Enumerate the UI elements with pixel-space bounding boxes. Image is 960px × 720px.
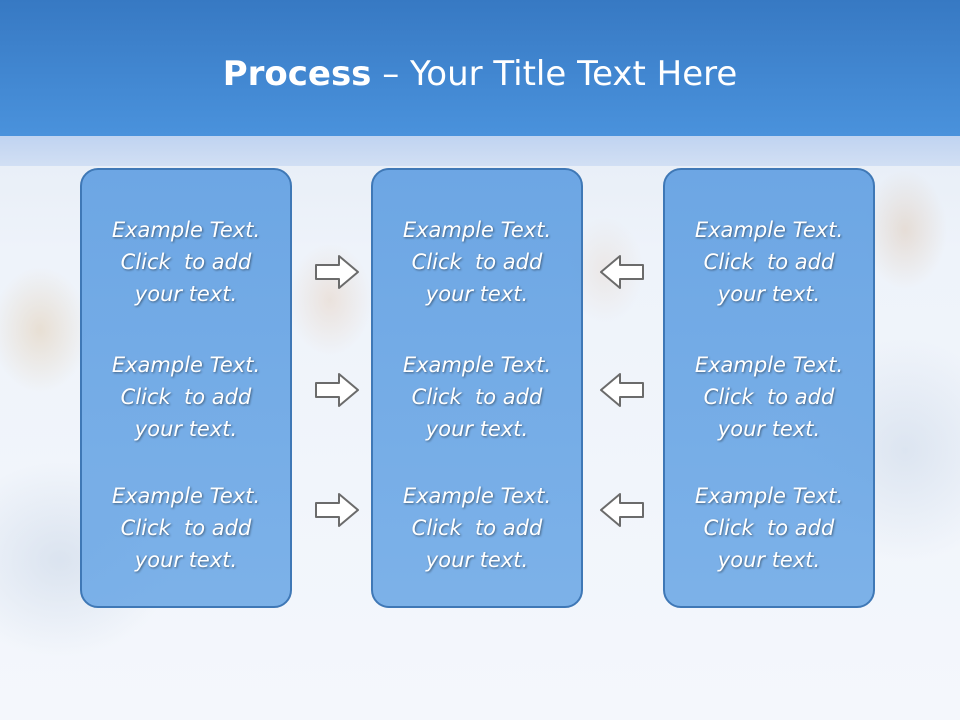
process-box-left[interactable]: Example Text. Click to add your text. Ex…: [80, 168, 292, 608]
text-line: Example Text.: [694, 353, 844, 377]
text-line: your text.: [425, 417, 529, 441]
text-line: Click to add: [703, 250, 835, 274]
arrow-right-icon: [313, 252, 361, 292]
text-line: Example Text.: [111, 353, 261, 377]
text-placeholder[interactable]: Example Text. Click to add your text.: [82, 480, 290, 576]
arrow-left-icon: [598, 370, 646, 410]
text-line: Example Text.: [402, 484, 552, 508]
slide-title[interactable]: Process – Your Title Text Here: [0, 52, 960, 96]
text-placeholder[interactable]: Example Text. Click to add your text.: [373, 480, 581, 576]
text-line: Click to add: [411, 250, 543, 274]
text-line: your text.: [134, 282, 238, 306]
text-line: your text.: [717, 417, 821, 441]
text-line: Example Text.: [111, 218, 261, 242]
arrow-left-icon: [598, 490, 646, 530]
text-line: your text.: [425, 282, 529, 306]
arrow-left-icon: [598, 252, 646, 292]
text-placeholder[interactable]: Example Text. Click to add your text.: [665, 214, 873, 310]
title-bar: Process – Your Title Text Here: [0, 0, 960, 136]
text-line: Click to add: [411, 516, 543, 540]
text-line: your text.: [134, 417, 238, 441]
process-box-middle[interactable]: Example Text. Click to add your text. Ex…: [371, 168, 583, 608]
text-placeholder[interactable]: Example Text. Click to add your text.: [665, 349, 873, 445]
text-line: your text.: [717, 548, 821, 572]
text-placeholder[interactable]: Example Text. Click to add your text.: [82, 214, 290, 310]
title-rest: – Your Title Text Here: [371, 54, 738, 94]
text-placeholder[interactable]: Example Text. Click to add your text.: [373, 349, 581, 445]
text-line: Click to add: [120, 516, 252, 540]
text-line: Click to add: [703, 516, 835, 540]
text-line: Click to add: [703, 385, 835, 409]
text-line: your text.: [425, 548, 529, 572]
arrow-right-icon: [313, 490, 361, 530]
text-placeholder[interactable]: Example Text. Click to add your text.: [665, 480, 873, 576]
text-line: Example Text.: [402, 353, 552, 377]
text-line: Example Text.: [694, 484, 844, 508]
text-line: Click to add: [120, 250, 252, 274]
text-line: Example Text.: [694, 218, 844, 242]
header-stripe: [0, 136, 960, 166]
text-line: Click to add: [411, 385, 543, 409]
process-box-right[interactable]: Example Text. Click to add your text. Ex…: [663, 168, 875, 608]
text-line: your text.: [717, 282, 821, 306]
text-placeholder[interactable]: Example Text. Click to add your text.: [82, 349, 290, 445]
text-line: Example Text.: [402, 218, 552, 242]
title-bold: Process: [222, 54, 372, 94]
text-line: your text.: [134, 548, 238, 572]
arrow-right-icon: [313, 370, 361, 410]
text-line: Example Text.: [111, 484, 261, 508]
text-line: Click to add: [120, 385, 252, 409]
text-placeholder[interactable]: Example Text. Click to add your text.: [373, 214, 581, 310]
